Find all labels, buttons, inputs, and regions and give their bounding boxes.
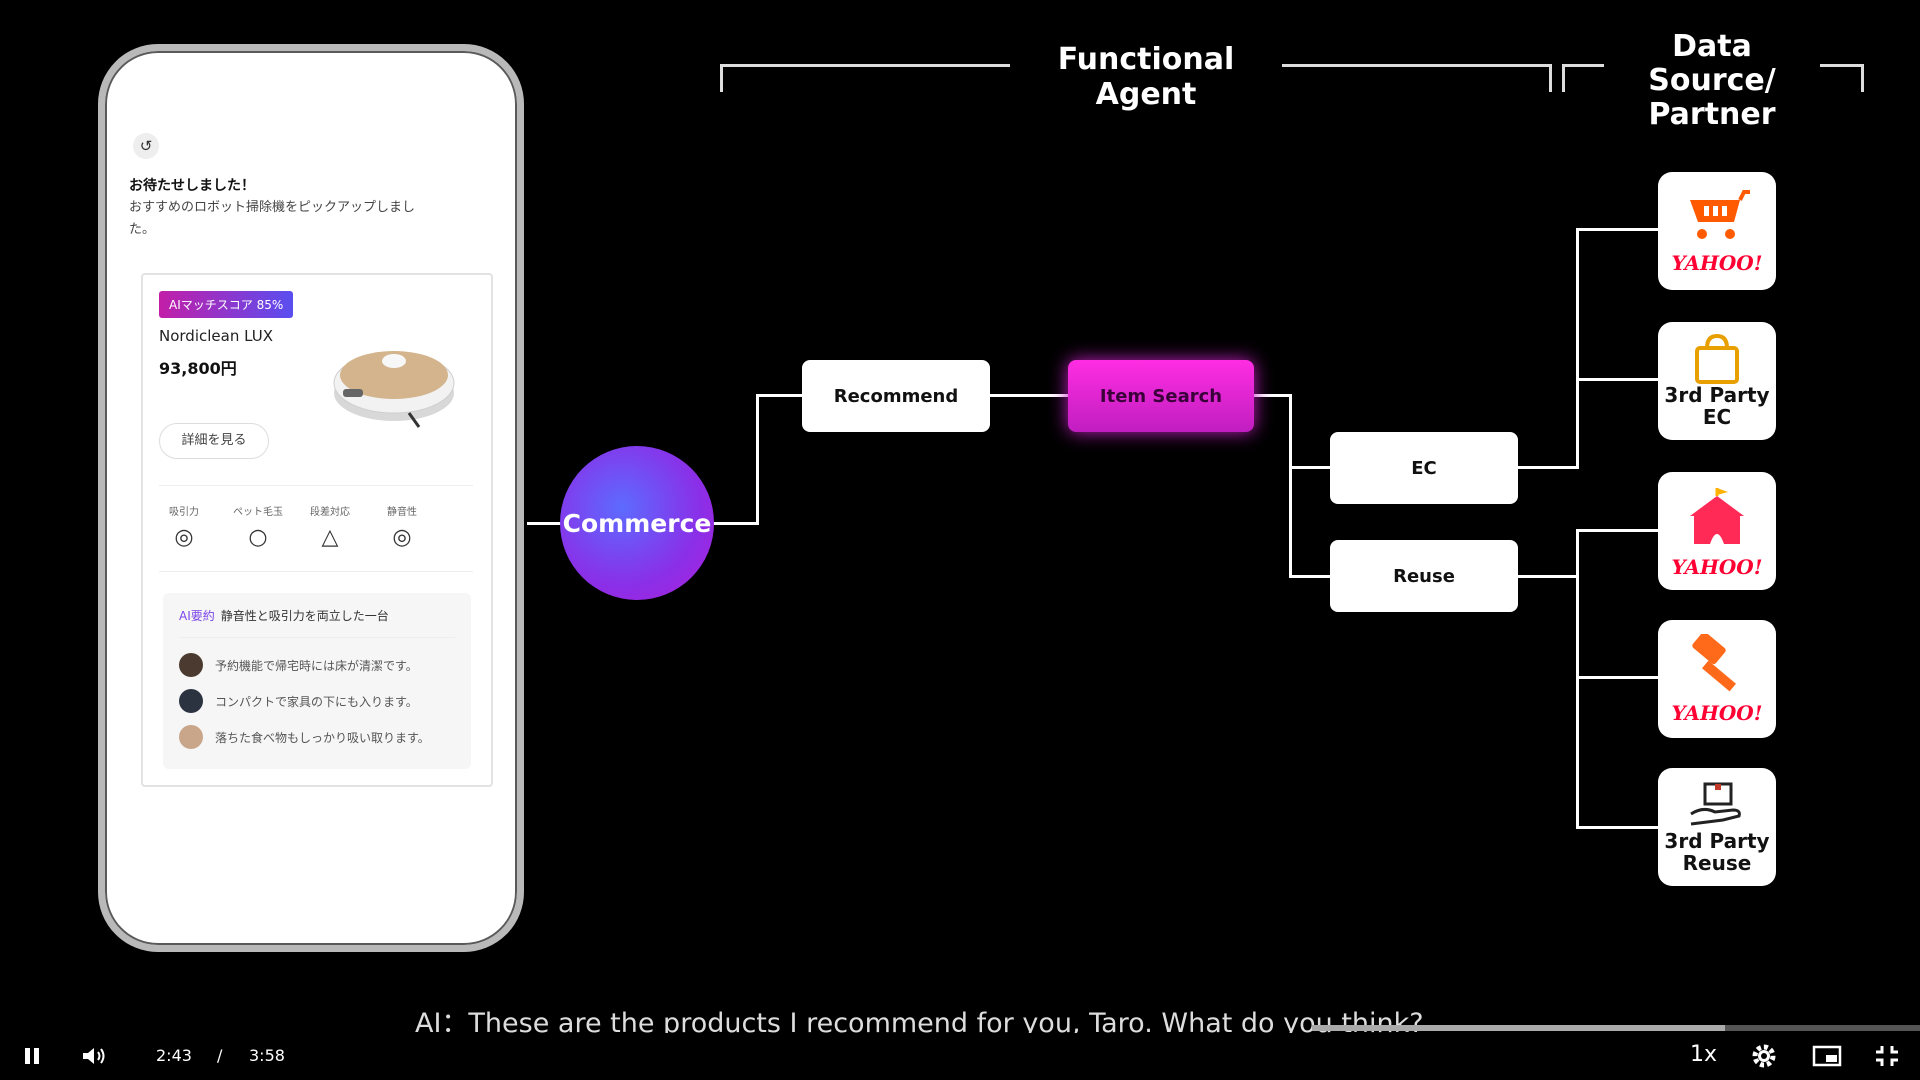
yahoo-logo: YAHOO!: [1671, 701, 1763, 725]
partner-sub: EC: [1702, 405, 1732, 429]
volume-button[interactable]: [80, 1044, 108, 1068]
divider: [159, 485, 473, 486]
tent-icon: [1690, 488, 1744, 544]
connector-line: [988, 394, 1068, 397]
connector-line: [1289, 466, 1331, 469]
connector-line: [1576, 826, 1660, 829]
connector-line: [1576, 228, 1579, 469]
robot-vacuum-image: [333, 351, 455, 428]
hand-box-icon: [1690, 782, 1741, 826]
avatar: [179, 689, 203, 713]
feature-quiet: 静音性◎: [367, 503, 437, 550]
connector-line: [1289, 394, 1292, 578]
reuse-node: Reuse: [1330, 540, 1518, 612]
review-item: 予約機能で帰宅時には床が清潔です。: [179, 653, 418, 677]
review-item: コンパクトで家具の下にも入ります。: [179, 689, 418, 713]
partner-yahoo-shopping: YAHOO!: [1658, 172, 1776, 290]
avatar: [179, 653, 203, 677]
connector-line: [1289, 575, 1331, 578]
settings-button[interactable]: [1750, 1042, 1778, 1070]
partner-label: 3rd Party: [1664, 829, 1770, 853]
product-card: AIマッチスコア 85% Nordiclean LUX 93,800円 詳細を見…: [141, 273, 493, 787]
avatar: [179, 725, 203, 749]
bracket-line: [1820, 64, 1864, 67]
progress-fill: [1312, 1025, 1725, 1031]
greeting-title: お待たせしました！: [129, 178, 255, 194]
video-caption: AI：These are the products I recommend fo…: [415, 1008, 1424, 1033]
bracket-tick: [1861, 64, 1864, 92]
duration: 3:58: [249, 1046, 285, 1065]
connector-line: [756, 394, 802, 397]
rating-symbol: ◎: [392, 525, 412, 550]
product-price: 93,800円: [159, 359, 237, 378]
functional-agent-header: Functional Agent: [1057, 42, 1235, 112]
item-search-node: Item Search: [1068, 360, 1254, 432]
ai-summary-heading: AI要約静音性と吸引力を両立した一台: [179, 609, 389, 623]
data-source-header: Data Source/Partner: [1648, 29, 1776, 132]
partner-sub: Reuse: [1682, 851, 1752, 875]
auction-hammer-icon: [1692, 634, 1737, 692]
time-separator: /: [217, 1046, 223, 1065]
bracket-line: [1282, 64, 1552, 67]
partner-3rd-party-ec: 3rd Party EC: [1658, 322, 1776, 440]
connector-line: [1517, 466, 1579, 469]
bracket-line: [1562, 64, 1604, 67]
history-icon[interactable]: ↺: [133, 133, 159, 159]
feature-suction: 吸引力◎: [149, 503, 219, 550]
partner-label: 3rd Party: [1664, 383, 1770, 407]
commerce-node: Commerce: [560, 446, 714, 600]
connector-line: [1576, 378, 1660, 381]
ai-match-badge: AIマッチスコア 85%: [159, 291, 294, 318]
connector-line: [1576, 676, 1660, 679]
ec-node: EC: [1330, 432, 1518, 504]
partner-yahoo-tent: YAHOO!: [1658, 472, 1776, 590]
volume-icon: [83, 1048, 105, 1064]
partner-3rd-party-reuse: 3rd Party Reuse: [1658, 768, 1776, 886]
yahoo-logo: YAHOO!: [1671, 251, 1763, 275]
shopping-cart-icon: [1690, 190, 1750, 239]
connector-line: [1576, 529, 1660, 532]
detail-button[interactable]: 詳細を見る: [159, 423, 269, 459]
connector-line: [1576, 228, 1660, 231]
review-item: 落ちた食べ物もしっかり吸い取ります。: [179, 725, 430, 749]
shopping-bag-icon: [1695, 334, 1739, 384]
divider: [159, 571, 473, 572]
feature-step: 段差対応△: [295, 503, 365, 550]
yahoo-logo: YAHOO!: [1671, 555, 1763, 579]
feature-pet-hair: ペット毛玉○: [223, 503, 293, 550]
pause-icon: [25, 1048, 39, 1064]
ai-summary-box: AI要約静音性と吸引力を両立した一台 予約機能で帰宅時には床が清潔です。 コンパ…: [163, 593, 471, 769]
rating-symbol: △: [321, 525, 339, 550]
picture-in-picture-button[interactable]: [1812, 1044, 1842, 1068]
picture-in-picture-icon: [1812, 1045, 1842, 1067]
connector-line: [1254, 394, 1292, 397]
rating-symbol: ◎: [174, 525, 194, 550]
product-name: Nordiclean LUX: [159, 327, 273, 345]
connector-line: [1576, 529, 1579, 829]
connector-line: [756, 394, 759, 525]
gear-icon: [1752, 1044, 1776, 1068]
exit-fullscreen-icon: [1876, 1046, 1898, 1066]
current-time: 2:43: [156, 1046, 192, 1065]
bracket-line: [720, 64, 1010, 67]
connector-line: [527, 522, 563, 525]
bracket-tick: [1562, 64, 1565, 92]
divider: [179, 637, 455, 638]
bracket-tick: [1549, 64, 1552, 92]
phone-mockup: ↺ お待たせしました！ おすすめのロボット掃除機をピックアップしました。 AIマ…: [98, 44, 524, 952]
bracket-tick: [720, 64, 723, 92]
exit-fullscreen-button[interactable]: [1874, 1044, 1900, 1068]
playback-speed-button[interactable]: 1x: [1690, 1042, 1718, 1067]
pause-button[interactable]: [20, 1044, 44, 1068]
connector-line: [1517, 575, 1579, 578]
connector-line: [712, 522, 759, 525]
partner-yahoo-auction: YAHOO!: [1658, 620, 1776, 738]
rating-symbol: ○: [248, 525, 268, 550]
greeting-body: おすすめのロボット掃除機をピックアップしました。: [129, 200, 416, 237]
recommend-node: Recommend: [802, 360, 990, 432]
